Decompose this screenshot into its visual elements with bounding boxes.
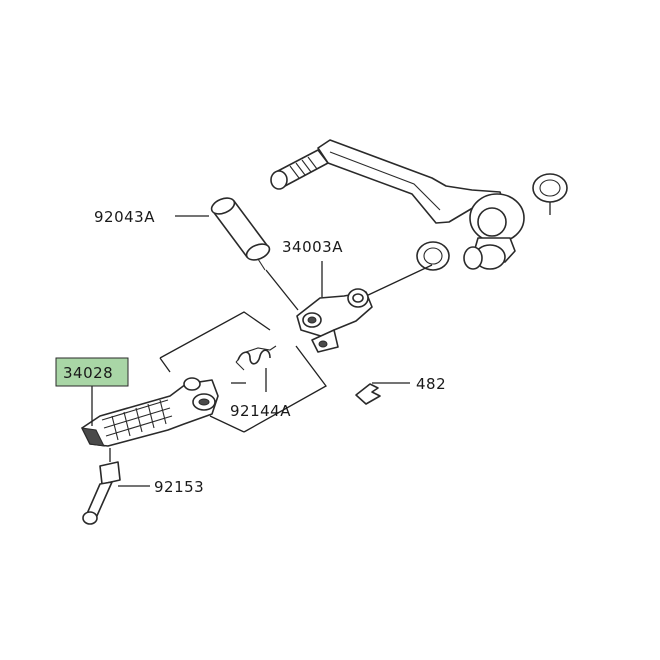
assembly-bracket-lines (159, 311, 327, 433)
footpeg-34028 (81, 377, 219, 447)
part-label-34003A: 34003A (282, 238, 343, 256)
part-label-482: 482 (416, 375, 446, 393)
spring-92144A (235, 345, 277, 392)
washer-upper (532, 173, 568, 215)
footpeg-grip-texture (101, 399, 173, 441)
bracket-34003A (265, 269, 373, 353)
bolt-92153 (82, 448, 150, 525)
part-label-92043A: 92043A (94, 208, 155, 226)
part-label-highlight-34028 (55, 357, 129, 387)
clip-482 (355, 382, 410, 405)
part-label-92153: 92153 (154, 478, 204, 496)
collar-92043A (210, 197, 271, 271)
part-label-34028: 34028 (63, 364, 113, 382)
washer-middle (416, 241, 450, 271)
lever-arm (270, 139, 525, 270)
part-label-92144A: 92144A (230, 402, 291, 420)
